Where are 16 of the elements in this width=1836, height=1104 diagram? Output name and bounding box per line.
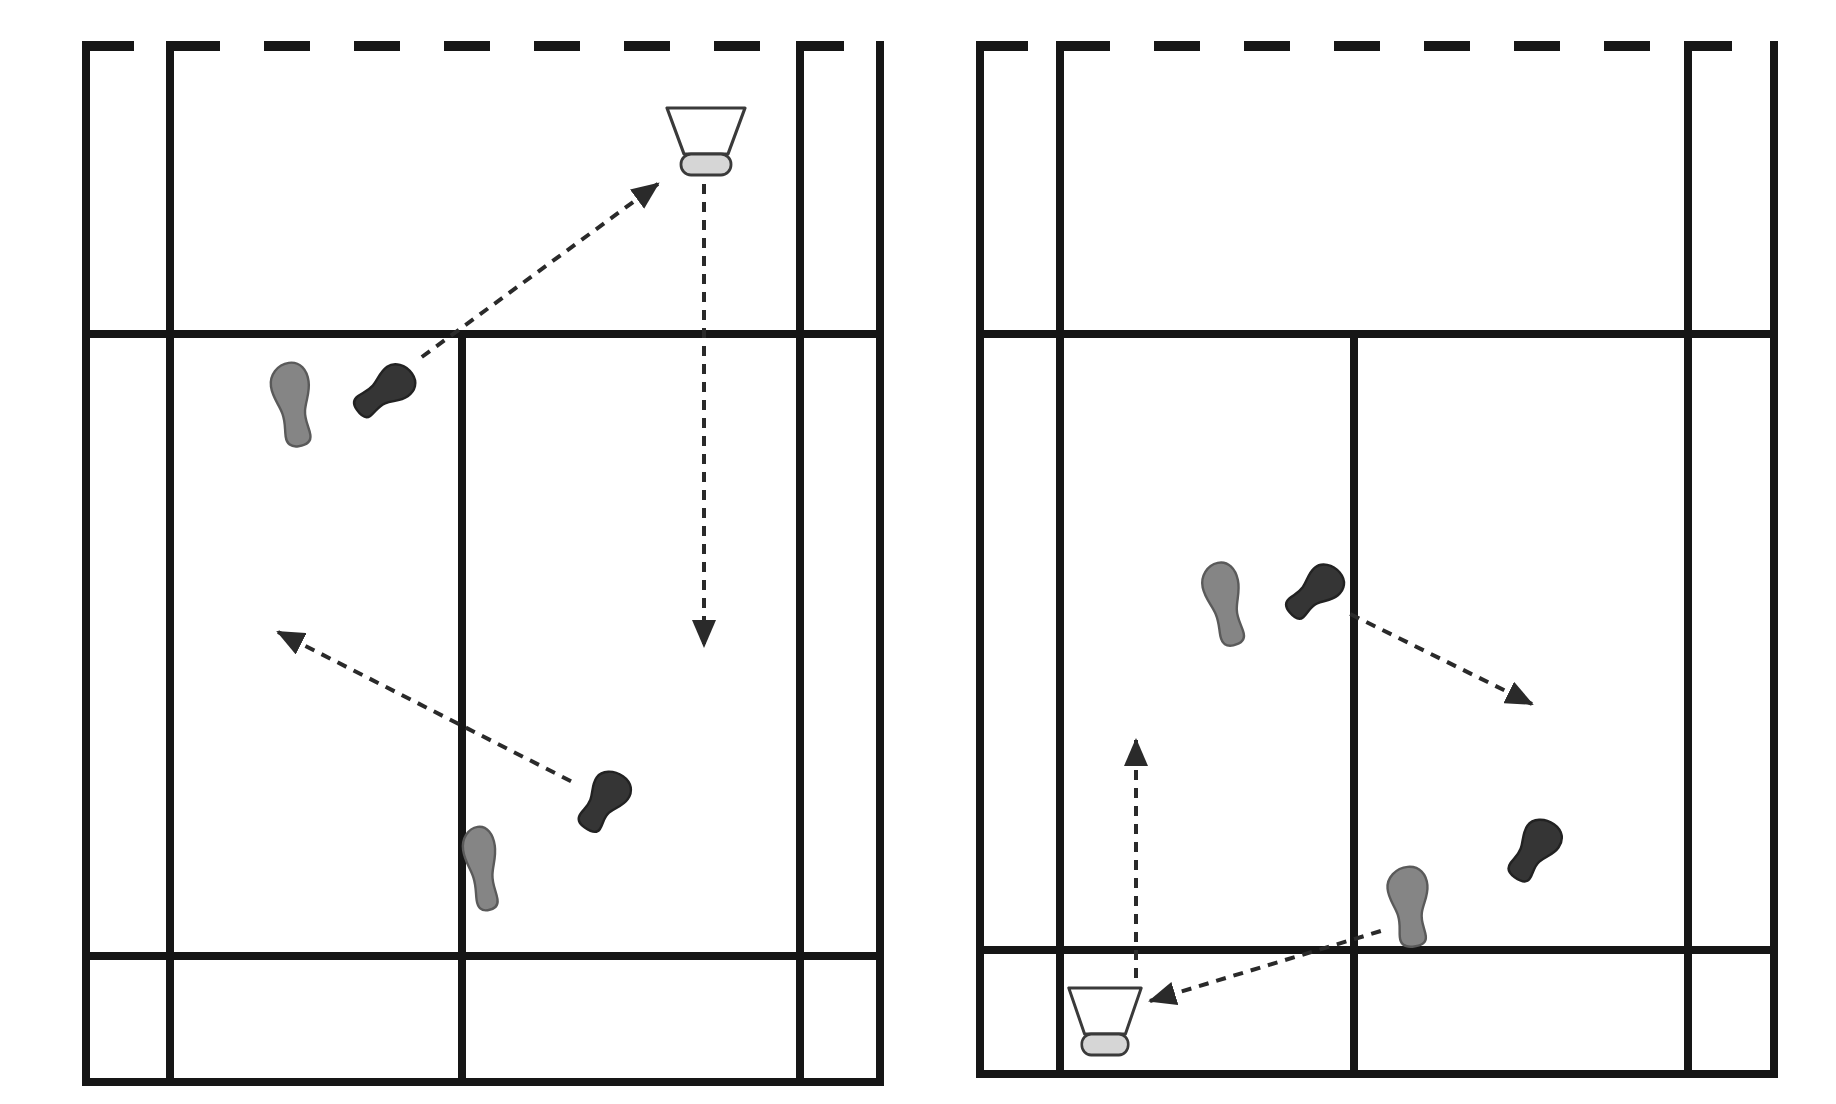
- arrow: [692, 184, 716, 648]
- arrow: [276, 630, 572, 783]
- footprint-icon: [269, 359, 315, 449]
- arrow: [1124, 738, 1148, 978]
- arrow: [420, 182, 660, 359]
- footprint-icon: [462, 823, 502, 913]
- footprint-icon: [1201, 559, 1247, 649]
- shuttlecock-icon: [1066, 984, 1144, 1058]
- footprint-icon: [352, 363, 416, 417]
- footprint-icon: [1506, 817, 1562, 883]
- footprint-icon: [576, 770, 632, 834]
- shuttlecock-icon: [664, 104, 748, 178]
- arrow: [1148, 929, 1382, 1005]
- footprint-icon: [1283, 564, 1345, 620]
- footprint-icon: [1386, 863, 1434, 949]
- arrow: [1349, 612, 1534, 706]
